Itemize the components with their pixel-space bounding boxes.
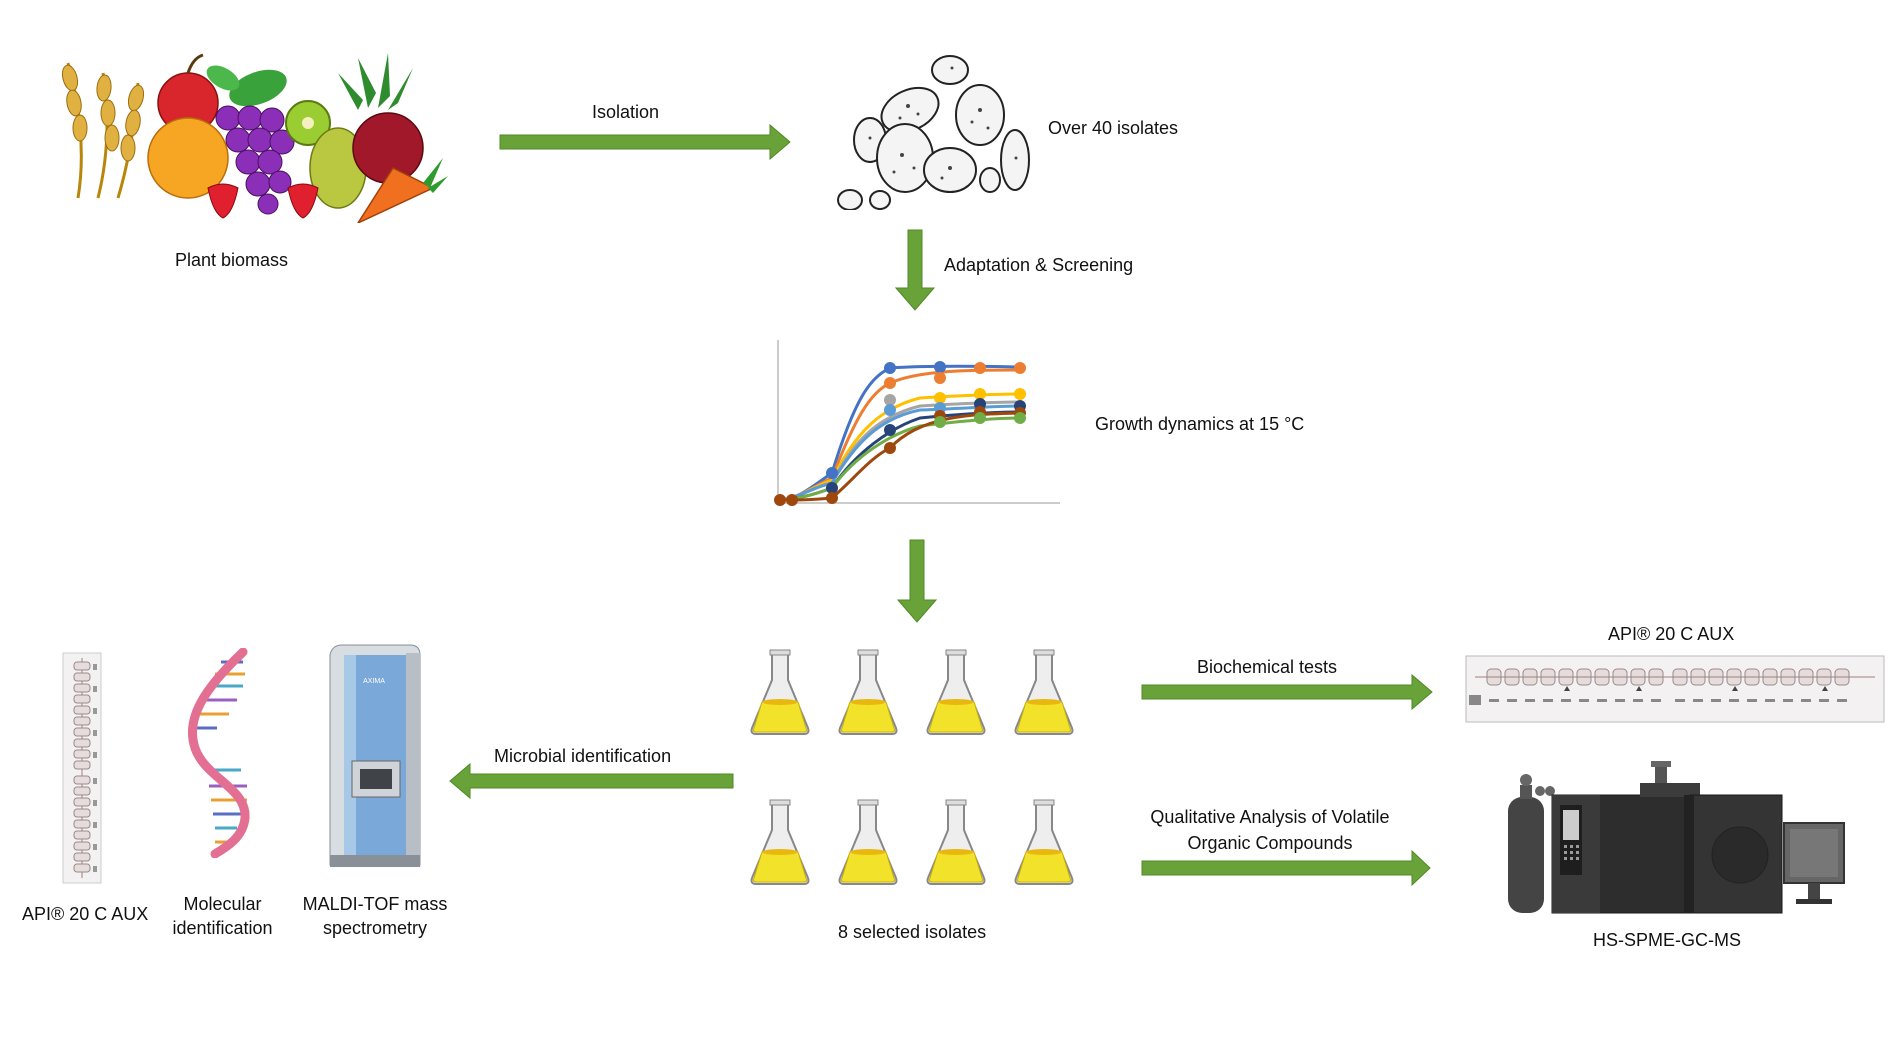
growth-label: Growth dynamics at 15 °C bbox=[1095, 414, 1305, 434]
arrow-to-flasks bbox=[896, 539, 938, 623]
fruits-illustration bbox=[58, 48, 448, 223]
maldi-tof-instrument-icon: AXIMA bbox=[329, 644, 421, 867]
maldi-brand-text: AXIMA bbox=[363, 678, 385, 685]
gc-ms-instrument-icon bbox=[1508, 761, 1845, 914]
voc-label-line2: Organic Compounds bbox=[1187, 833, 1353, 853]
microbial-label: Microbial identification bbox=[494, 746, 672, 766]
maldi-label: MALDI-TOF mass spectrometry bbox=[285, 892, 465, 940]
maldi-label-line1: MALDI-TOF mass bbox=[302, 894, 448, 914]
api-strip-vertical bbox=[62, 652, 102, 884]
hs-spme-label: HS-SPME-GC-MS bbox=[1593, 930, 1741, 950]
molecular-label: Molecular identification bbox=[150, 892, 295, 940]
isolation-label: Isolation bbox=[592, 102, 660, 122]
plant-biomass-label: Plant biomass bbox=[175, 250, 289, 270]
adaptation-label: Adaptation & Screening bbox=[944, 255, 1134, 275]
gcms-illustration bbox=[1500, 755, 1845, 915]
voc-label-line1: Qualitative Analysis of Volatile bbox=[1150, 807, 1390, 827]
biochemical-label: Biochemical tests bbox=[1197, 657, 1338, 677]
api-strip-horizontal bbox=[1465, 655, 1885, 723]
api-test-strip-icon bbox=[62, 652, 102, 884]
api-top-label: API® 20 C AUX bbox=[1608, 624, 1735, 644]
yeast-cells-icon bbox=[837, 55, 1030, 210]
arrow-isolation bbox=[499, 123, 791, 161]
selected-isolates-label: 8 selected isolates bbox=[838, 922, 987, 942]
dna-illustration bbox=[185, 648, 255, 858]
arrow-microbial bbox=[449, 762, 734, 800]
yeast-illustration bbox=[830, 40, 1030, 210]
flasks-grid bbox=[745, 648, 1085, 898]
growth-curve-chart-icon bbox=[774, 340, 1060, 506]
molecular-label-line2: identification bbox=[172, 918, 273, 938]
maldi-illustration: AXIMA bbox=[322, 643, 422, 871]
dna-helix-icon bbox=[187, 648, 250, 858]
voc-label: Qualitative Analysis of Volatile Organic… bbox=[1120, 805, 1420, 855]
molecular-label-line1: Molecular bbox=[183, 894, 262, 914]
isolates-label: Over 40 isolates bbox=[1048, 118, 1179, 138]
arrow-voc bbox=[1141, 849, 1431, 887]
maldi-label-line2: spectrometry bbox=[322, 918, 428, 938]
api-left-label: API® 20 C AUX bbox=[22, 904, 149, 924]
arrow-biochemical bbox=[1141, 673, 1433, 711]
erlenmeyer-flask-icon bbox=[750, 649, 1074, 885]
fruit-vegetable-basket-icon bbox=[61, 53, 448, 223]
growth-chart bbox=[770, 338, 1070, 518]
arrow-adaptation bbox=[894, 229, 936, 311]
api-test-strip-icon bbox=[1465, 655, 1885, 723]
